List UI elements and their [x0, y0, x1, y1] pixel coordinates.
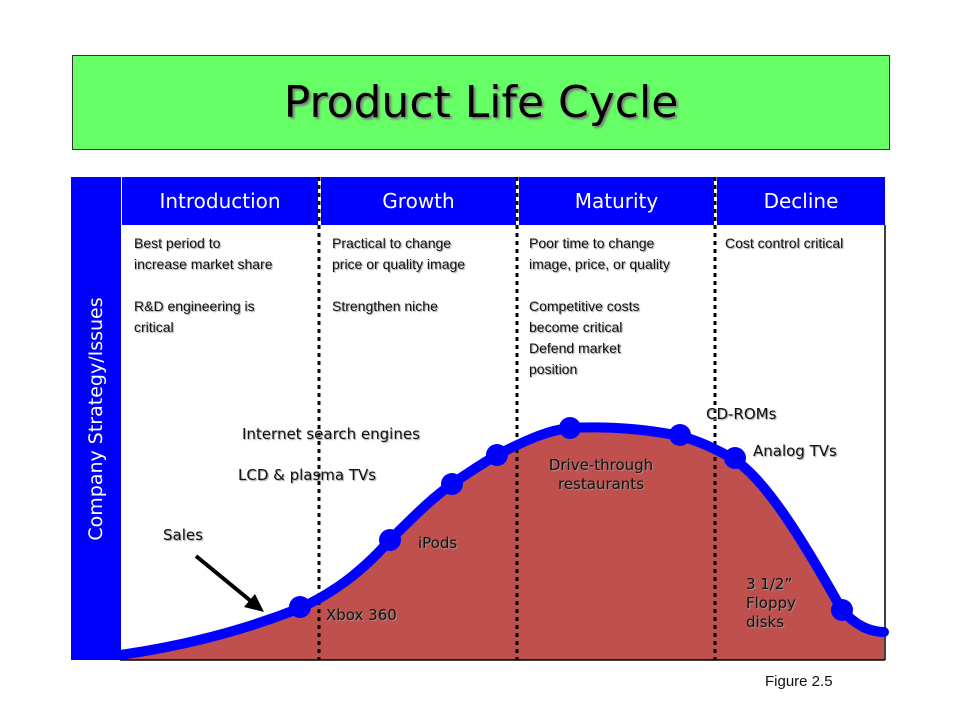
stage-notes-maturity: Poor time to change image, price, or qua… [529, 233, 670, 401]
stage-header-decline: Decline [717, 177, 885, 225]
marker-search [486, 444, 508, 466]
marker-lcd [441, 473, 463, 495]
marker-ipods [379, 529, 401, 551]
page-title: Product Life Cycle [283, 77, 679, 128]
figure-label: Figure 2.5 [765, 673, 833, 690]
label-lcd: LCD & plasma TVs [238, 466, 377, 484]
sales-arrow-head [244, 594, 264, 612]
stage-header-growth: Growth [321, 177, 516, 225]
stage-header-maturity: Maturity [519, 177, 714, 225]
marker-analog [724, 447, 746, 469]
label-xbox: Xbox 360 [326, 606, 397, 624]
note: Practical to change price or quality ima… [332, 235, 466, 272]
marker-cdroms [669, 424, 691, 446]
stage-notes-introduction: Best period to increase market share R&D… [134, 233, 273, 359]
note: Strengthen niche [332, 298, 438, 314]
label-analog: Analog TVs [753, 442, 837, 460]
stage-header-introduction: Introduction [122, 177, 318, 225]
side-bar: Company Strategy/Issues [71, 177, 121, 660]
sales-curve [115, 422, 889, 660]
label-cdroms: CD-ROMs [706, 405, 777, 423]
sales-area [120, 427, 884, 660]
note: Competitive costs become critical Defend… [529, 298, 640, 377]
label-drive: Drive-through restaurants [548, 456, 654, 493]
stage-notes-decline: Cost control critical [725, 233, 843, 275]
label-search: Internet search engines [242, 425, 420, 443]
label-ipods: iPods [418, 534, 458, 552]
marker-floppy [831, 599, 853, 621]
title-banner: Product Life Cycle [72, 55, 890, 150]
stage-notes-growth: Practical to change price or quality ima… [332, 233, 465, 338]
note: Poor time to change image, price, or qua… [529, 235, 670, 272]
label-sales: Sales [163, 526, 203, 544]
label-floppy: 3 1/2” Floppy disks [746, 575, 796, 631]
marker-drive [559, 417, 581, 439]
marker-xbox [289, 596, 311, 618]
sales-arrow-line [194, 554, 254, 604]
note: R&D engineering is critical [134, 298, 255, 335]
note: Cost control critical [725, 235, 844, 251]
note: Best period to increase market share [134, 235, 273, 272]
